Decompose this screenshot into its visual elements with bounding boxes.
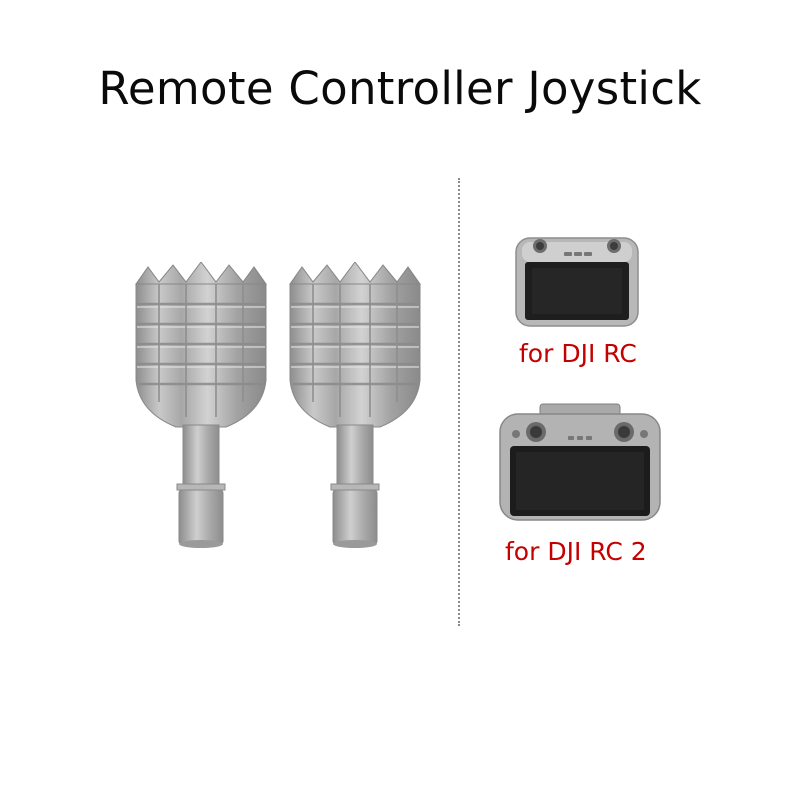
section-divider [458,178,460,626]
dji-rc2-controller-icon [499,403,661,521]
dji-rc-controller-icon [515,237,639,327]
joystick-right-image [285,262,425,552]
page-title: Remote Controller Joystick [98,62,702,115]
joystick-left-image [131,262,271,552]
compat-label-dji-rc: for DJI RC [519,339,637,368]
compat-label-dji-rc-2: for DJI RC 2 [505,537,647,566]
